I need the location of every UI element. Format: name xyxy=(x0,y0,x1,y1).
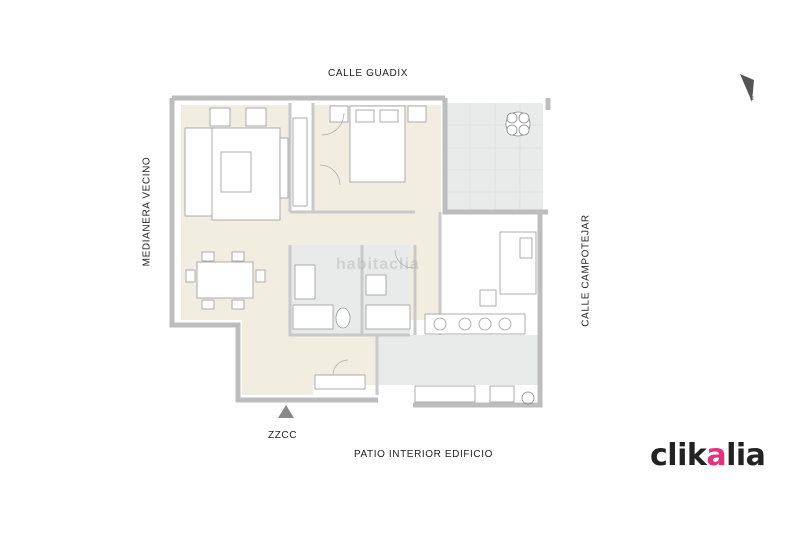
laundry xyxy=(314,374,515,403)
wardrobe xyxy=(292,117,308,207)
label-street-top: CALLE GUADIX xyxy=(328,68,409,79)
watermark: habitaclia xyxy=(336,256,420,273)
dining-table xyxy=(185,251,266,310)
walls xyxy=(169,95,551,408)
clikalia-logo: clikalia xyxy=(650,438,766,473)
label-entrance: ZZCC xyxy=(268,430,298,441)
label-bottom: PATIO INTERIOR EDIFICIO xyxy=(354,449,493,460)
entrance-arrow-icon xyxy=(278,405,294,418)
plant-terrace xyxy=(505,111,531,137)
bed-main xyxy=(329,105,427,183)
label-street-right: CALLE CAMPOTEJAR xyxy=(580,214,592,327)
door-swings xyxy=(319,112,414,376)
terrace-grid xyxy=(446,103,543,213)
kitchen-counter xyxy=(424,313,526,335)
north-arrow-icon: N xyxy=(740,74,754,102)
bathroom-fixtures xyxy=(292,264,411,330)
living-furniture xyxy=(184,107,289,221)
svg-text:N: N xyxy=(750,96,754,102)
label-street-left: MEDIANERA VECINO xyxy=(141,156,153,267)
plant-laundry xyxy=(521,391,535,405)
bed-second xyxy=(479,231,537,307)
